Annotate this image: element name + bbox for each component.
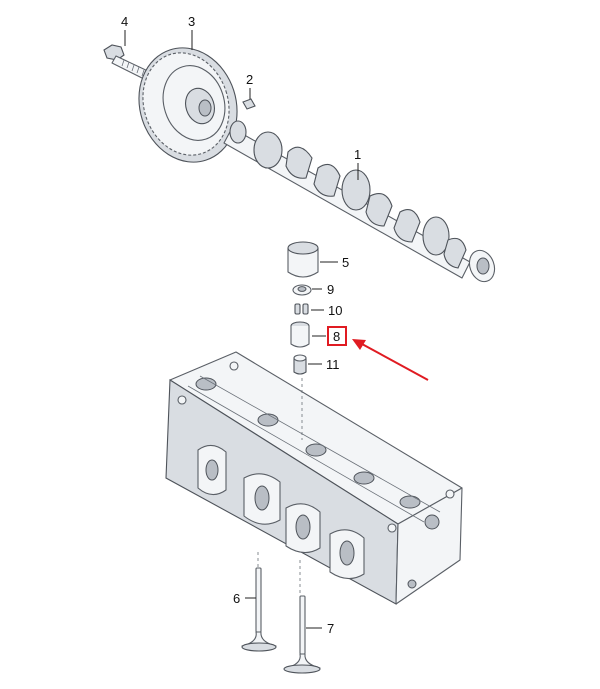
assembly-axis-line	[257, 378, 303, 596]
callout-6: 6	[233, 591, 240, 606]
valve-7-part	[283, 595, 321, 674]
cotters-part	[294, 303, 309, 315]
callout-3: 3	[188, 14, 195, 29]
cylinder-head-part	[165, 351, 463, 605]
valve-6-part	[241, 567, 277, 652]
tappet-part	[287, 241, 319, 278]
callout-5: 5	[342, 255, 349, 270]
leader-lines	[124, 30, 359, 629]
spring-cap-part	[292, 284, 312, 296]
key-part	[242, 98, 256, 110]
bolt-part	[103, 44, 151, 81]
callout-4: 4	[121, 14, 128, 29]
highlight-box	[327, 326, 347, 346]
callout-8: 8	[333, 329, 340, 344]
highlight-arrow-icon	[352, 339, 429, 381]
stem-seal-part	[293, 354, 307, 375]
sprocket-part	[138, 47, 238, 163]
callout-9: 9	[327, 282, 334, 297]
valve-spring-part	[290, 321, 310, 348]
camshaft-part	[223, 120, 496, 283]
callout-1: 1	[354, 147, 361, 162]
callout-10: 10	[328, 303, 342, 318]
callout-11: 11	[326, 357, 340, 372]
callout-2: 2	[246, 72, 253, 87]
callout-7: 7	[327, 621, 334, 636]
